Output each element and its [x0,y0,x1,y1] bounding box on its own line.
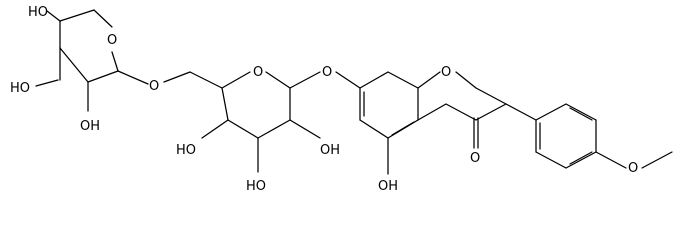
bond [221,87,229,121]
bond [565,103,597,121]
bond [163,71,191,83]
bond [289,71,321,89]
chemical-structure: HO O O O O O HO OH HO OH HO OH O O [10,5,673,194]
bond [475,103,507,121]
bonds [35,9,673,175]
bond [641,151,673,169]
bond [535,103,567,121]
bond [569,107,593,121]
bond [445,103,477,121]
bond [59,9,95,22]
bond [359,119,389,139]
bond [475,87,507,105]
bond [417,103,447,121]
bond [387,71,419,89]
bond [391,121,415,136]
atom-o-carbonyl: O [470,151,480,166]
atom-o-chromone-ring: O [441,65,451,80]
bond [359,71,389,89]
atom-o-methoxy: O [628,161,638,176]
atom-ho-glc-bottom: HO [246,179,266,194]
atom-ho-xyl-left: HO [10,81,30,96]
bond [227,119,259,139]
bond [46,10,61,22]
bond [35,79,59,87]
bond [569,151,593,165]
atom-ho-glc-left: HO [176,143,196,158]
bond [455,71,477,89]
bond [87,70,119,83]
bond [257,119,291,139]
bond [595,151,627,169]
bond [265,71,291,89]
atom-labels: HO O O O O O HO OH HO OH HO OH O O [10,5,638,194]
bond [93,9,113,28]
bond [117,70,149,85]
bond [111,51,119,72]
bond [221,71,251,89]
bond [535,151,567,169]
atom-o-link1: O [149,79,159,94]
atom-oh-xyl: OH [80,119,100,134]
bond [289,119,321,139]
bond [201,119,229,139]
bond [335,71,361,89]
atom-ho-xyl-top: HO [28,5,48,20]
bond [417,71,441,89]
atom-o-link2: O [322,65,332,80]
atom-o-glc-ring: O [253,65,263,80]
atom-o-xyl-ring: O [107,33,117,48]
bond [59,47,89,83]
bond [505,103,537,121]
bond [565,151,597,169]
atom-oh-chromone: OH [378,179,398,194]
bond [189,71,223,89]
atom-oh-glc-right: OH [320,143,340,158]
